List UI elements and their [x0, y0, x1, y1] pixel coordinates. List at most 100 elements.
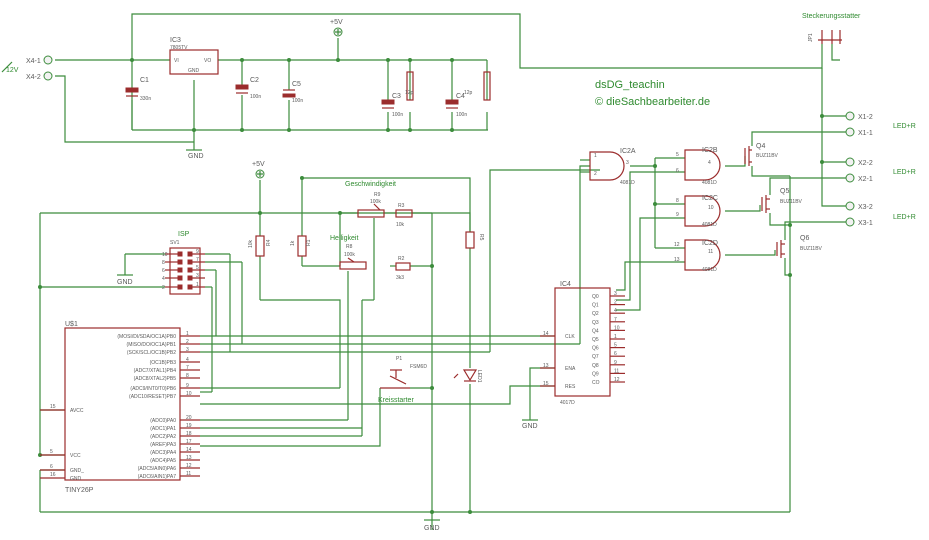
x1-1-terminal [845, 127, 855, 137]
x3-2-label: X3-2 [858, 204, 873, 211]
r1-value: 1k [290, 240, 296, 246]
u1-pin-label: (MOSI/DI/SDA/OC1A)PB0 [117, 334, 176, 340]
u1-pin-number: 18 [186, 431, 192, 437]
x1-1-label: X1-1 [858, 130, 873, 137]
ic4-pin-label: Q0 [592, 294, 599, 300]
ic4-pin-number: 13 [543, 363, 549, 369]
ic4-pin-number: 7 [614, 317, 617, 323]
ic4-pin-number: 1 [614, 334, 617, 340]
c5-symbol [282, 93, 296, 98]
r1-symbol [297, 235, 307, 257]
c4-symbol [445, 99, 459, 105]
ic3-value: 7805TV [170, 45, 188, 51]
sv1-pin-pad [177, 284, 183, 290]
x4-1-label: X4-1 [26, 58, 41, 65]
x2-1-label: X2-1 [858, 176, 873, 183]
u1-pin-label: (MISO/DO/OC1A)PB1 [127, 342, 177, 348]
c4b-symbol [483, 71, 491, 101]
r8-value: 100k [344, 252, 355, 258]
ic4-pin-number: 3 [614, 291, 617, 297]
sv1-pin-number: 5 [196, 265, 199, 271]
u1-pin-number: 15 [50, 404, 56, 410]
ic2a-pin2: 2 [594, 171, 597, 177]
ic2c-pin9: 9 [676, 212, 679, 218]
ic4-pin-label: ENA [565, 366, 576, 372]
u1-pin-number: 2 [186, 339, 189, 345]
q5-name: Q5 [780, 188, 789, 195]
sv1-pin-number: 10 [162, 252, 168, 258]
led1-name: LED1 [476, 370, 482, 383]
ic2c-pin8: 8 [676, 198, 679, 204]
c4b-value: 12p [464, 90, 473, 96]
ic4-pin-label: Q9 [592, 371, 599, 377]
sv1-pin-number: 4 [162, 276, 165, 282]
x2-2-label: X2-2 [858, 160, 873, 167]
ic4-pin-label: CO [592, 380, 600, 386]
notes: dsDG_teachin © dieSachbearbeiter.de [595, 79, 710, 108]
gnd-top-label: GND [188, 153, 204, 160]
ic2b-pin5: 5 [676, 152, 679, 158]
ic4-pin-label: Q8 [592, 363, 599, 369]
r2-symbol [395, 262, 411, 271]
u1-pin-number: 4 [186, 357, 189, 363]
q4-name: Q4 [756, 143, 765, 150]
r9-value: 100k [370, 199, 381, 205]
u1-pin-label: (SCK/SCL/OC1B)PB2 [127, 350, 176, 356]
sv1-pin-number: 8 [162, 260, 165, 266]
u1-pin-label: (ADC1)PA1 [150, 426, 176, 432]
x1-2-terminal [845, 111, 855, 121]
ic2d-value: 4081D [702, 267, 717, 273]
ic2c-pin10: 10 [708, 205, 714, 211]
q4-value: BUZ11BV [756, 153, 779, 159]
ic2b-name: IC2B [702, 147, 718, 154]
c3-value: 100n [392, 112, 403, 118]
u1-pin-number: 11 [186, 471, 191, 477]
c2-symbol [235, 84, 249, 90]
r3-symbol [395, 209, 413, 218]
ic2a-name: IC2A [620, 148, 636, 155]
jp1-name: JP1 [808, 33, 814, 42]
r4-symbol [255, 235, 265, 257]
ic4-pin-number: 9 [614, 360, 617, 366]
ic4-pin-label: Q6 [592, 346, 599, 352]
ic4-pin-label: CLK [565, 334, 575, 340]
ic4-pin-label: Q5 [592, 337, 599, 343]
u1-body [64, 327, 181, 481]
led-r-1-label: LED+R [893, 123, 916, 130]
supply-section: X4-1 X4-2 12V C1 330n IC3 7805TV VI VO G… [1, 19, 491, 160]
sv1-pin-number: 6 [162, 268, 165, 274]
ic2d-name: IC2D [702, 240, 718, 247]
r9-symbol [357, 209, 385, 218]
u1-value: TINY26P [65, 487, 94, 494]
sv1-pin-pad [187, 284, 193, 290]
u1-pin-label: (AREF)PA3 [150, 442, 176, 448]
sv1-body [169, 247, 201, 295]
ic4-pin-label: Q2 [592, 311, 599, 317]
u1-pin-label: (ADC4)PA5 [150, 458, 176, 464]
u1-pin-label: GND_ [70, 468, 84, 474]
ic2c-name: IC2C [702, 195, 718, 202]
ic4-pin-number: 4 [614, 308, 617, 314]
ic4-name: IC4 [560, 281, 571, 288]
c4-value: 100n [456, 112, 467, 118]
c1-name: C1 [140, 77, 149, 84]
control-section: +5V 10k R4 1k R1 Geschwindigkeit R9 100k… [248, 161, 484, 404]
u1-pin-number: 17 [186, 439, 192, 445]
r1-name: R1 [306, 239, 312, 246]
c3b-value: 12p [405, 90, 414, 96]
r9-name: R9 [374, 192, 381, 198]
u1-pin-number: 12 [186, 463, 192, 469]
c2-name: C2 [250, 77, 259, 84]
ic2d-gate [684, 239, 721, 271]
ic2c-value: 4081D [702, 222, 717, 228]
ic3-name: IC3 [170, 37, 181, 44]
ic3-vo-pin: VO [204, 58, 211, 64]
ic3-gnd-pin: GND [188, 68, 200, 74]
ic4-pin-number: 2 [614, 300, 617, 306]
isp-label: ISP [178, 231, 190, 238]
